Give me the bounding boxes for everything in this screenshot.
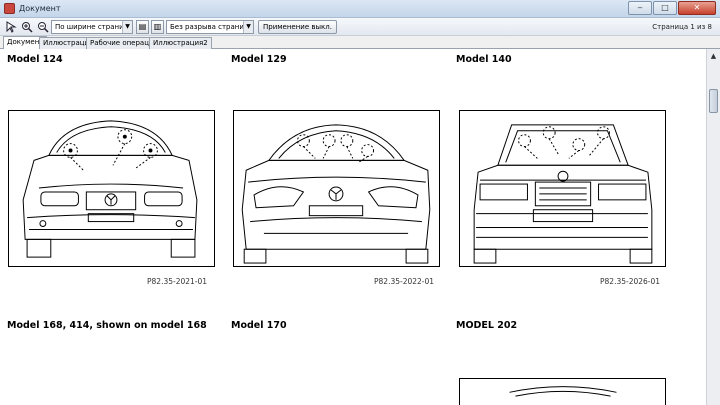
tab-bar: Документ Иллюстрация Рабочие операции Ил… [0,36,720,49]
fit-page-icon[interactable]: ▤ [136,20,149,34]
chevron-down-icon: ▼ [243,21,253,33]
figure-heading: Model 124 [7,54,63,65]
figure-heading: Model 168, 414, shown on model 168 [7,320,207,331]
zoom-mode-value: По ширине страницы [55,23,133,31]
window-title: Документ [19,4,61,13]
zoom-mode-select[interactable]: По ширине страницы ▼ [51,20,133,34]
tab-illustration2[interactable]: Иллюстрация2 [149,37,212,49]
maximize-button[interactable]: □ [653,1,677,15]
car-illustration-model-202 [459,378,666,405]
scroll-up-arrow-icon[interactable]: ▲ [710,52,717,60]
vertical-scrollbar[interactable]: ▲ [706,49,720,405]
car-illustration-model-129 [233,110,440,267]
app-icon [4,3,15,14]
scrollbar-thumb[interactable] [709,89,718,113]
document-view[interactable]: Model 124 Model 129 Model 140 [0,49,706,405]
chevron-down-icon: ▼ [122,21,132,33]
page-break-value: Без разрыва страниц [170,23,249,31]
zoom-in-icon[interactable] [20,20,34,34]
select-icon[interactable] [4,20,18,34]
figure-caption: P82.35-2026-01 [600,277,661,286]
figure-caption: P82.35-2022-01 [374,277,435,286]
figure-caption: P82.35-2021-01 [147,277,208,286]
minimize-button[interactable]: ‒ [628,1,652,15]
zoom-out-icon[interactable] [36,20,50,34]
apply-toggle-button[interactable]: Применение выкл. [258,20,337,34]
figure-heading: MODEL 202 [456,320,518,331]
page-break-select[interactable]: Без разрыва страниц ▼ [166,20,254,34]
toolbar: По ширине страницы ▼ ▤ ▥ Без разрыва стр… [0,18,720,36]
figure-heading: Model 129 [231,54,287,65]
page-indicator: Страница 1 из 8 [652,23,712,31]
figure-heading: Model 140 [456,54,512,65]
car-illustration-model-124 [8,110,215,267]
window-titlebar: Документ ‒ □ ✕ [0,0,720,18]
figure-heading: Model 170 [231,320,287,331]
fit-width-icon[interactable]: ▥ [151,20,164,34]
close-button[interactable]: ✕ [678,1,716,15]
car-illustration-model-140 [459,110,666,267]
